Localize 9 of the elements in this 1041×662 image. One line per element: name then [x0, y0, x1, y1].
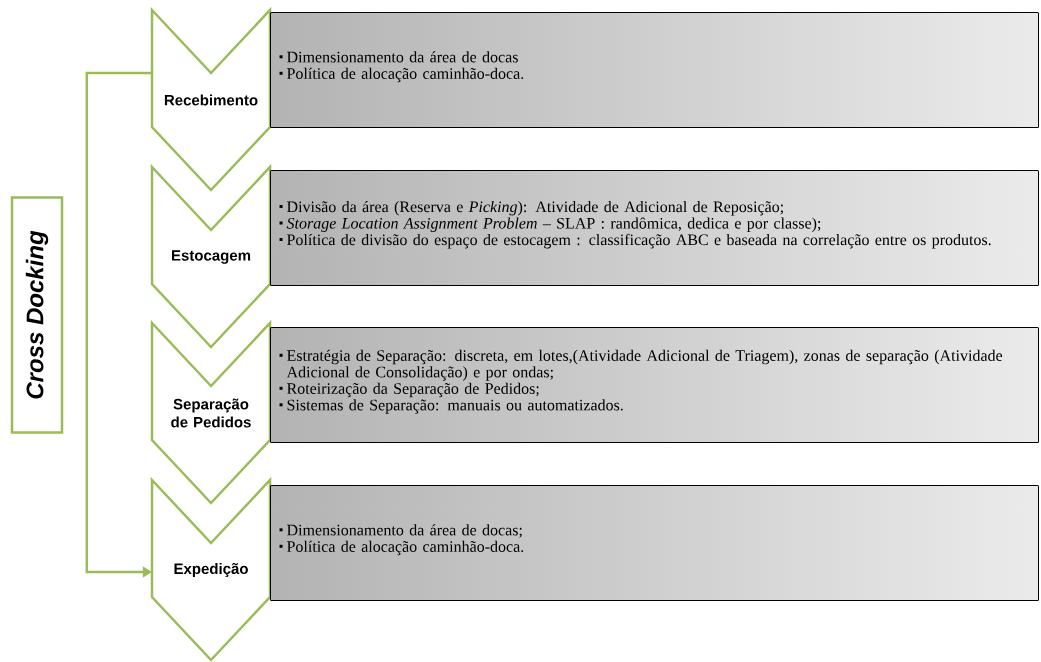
text-box: Estratégia de Separação: discreta, em lotes,(Atividade Adicional de Triagem), zonas de separação (Atividade Adicional de Consolidação) e por ondas; Roteirização da Separação de Pedidos; Sistemas de Separação: manuais ou automatizados.	[270, 327, 1039, 443]
text-box: Dimensionamento da área de docas; Política de alocação caminhão-doca.	[270, 485, 1039, 601]
chevron-step: Separação de Pedidos	[150, 319, 272, 505]
text-box: Divisão da área (Reserva e Picking): Atividade de Adicional de Reposição; Storage Location Assignment Problem – SLAP : randômica, dedica e por classe); Política de divisão do espaço de estocagem : classificação ABC e baseada na correlação entre os produtos.	[270, 170, 1039, 286]
chevron-step: Expedição	[150, 476, 272, 662]
text-box: Dimensionamento da área de docas Política de alocação caminhão-doca.	[270, 12, 1039, 128]
title-box: Cross Docking	[10, 196, 64, 434]
chevron-step: Recebimento	[150, 6, 272, 192]
chevron-step: Estocagem	[150, 163, 272, 349]
